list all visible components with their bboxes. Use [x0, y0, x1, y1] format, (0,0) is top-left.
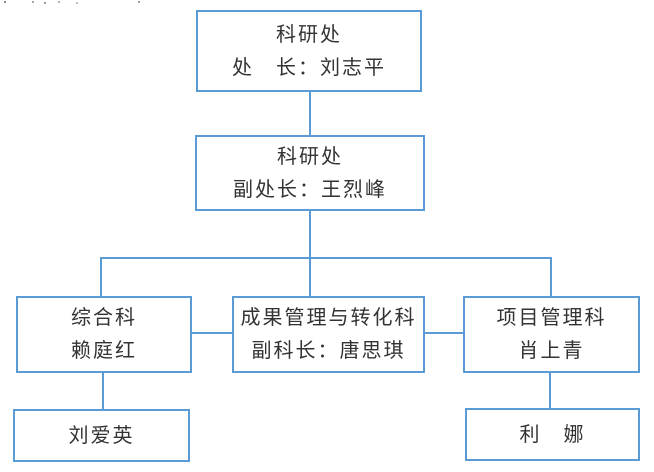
connector-branch-bar [100, 257, 552, 259]
node-general-title: 综合科 [71, 307, 137, 329]
clipped-text-fragment [4, 1, 6, 3]
node-project-title: 项目管理科 [496, 307, 607, 329]
node-achievement-person: 副科长：唐思琪 [251, 340, 406, 362]
node-general-section-box[interactable]: 综合科 赖庭红 [16, 296, 192, 373]
connector-deputy-trunk [309, 211, 311, 296]
connector-achievement-project [425, 332, 463, 334]
node-achievement-title: 成果管理与转化科 [240, 307, 417, 329]
node-director-title: 科研处 [276, 23, 342, 46]
node-staff-right-person: 利 娜 [519, 423, 586, 446]
connector-project-staff [549, 373, 551, 408]
node-deputy-director-box[interactable]: 科研处 副处长：王烈峰 [195, 135, 425, 211]
node-deputy-person: 副处长：王烈峰 [233, 178, 387, 201]
node-deputy-title: 科研处 [277, 145, 343, 168]
node-project-person: 肖上青 [518, 340, 585, 362]
node-staff-left-box[interactable]: 刘爱英 [13, 409, 190, 462]
connector-general-achievement [192, 332, 232, 334]
node-general-person: 赖庭红 [71, 340, 137, 362]
connector-director-deputy [309, 92, 311, 135]
connector-drop-general [100, 257, 102, 296]
node-staff-left-person: 刘爱英 [68, 424, 135, 447]
node-project-section-box[interactable]: 项目管理科 肖上青 [463, 296, 640, 373]
node-director-box[interactable]: 科研处 处 长：刘志平 [196, 10, 422, 92]
node-director-person: 处 长：刘志平 [232, 56, 386, 79]
node-staff-right-box[interactable]: 利 娜 [465, 408, 640, 461]
connector-general-staff [102, 373, 104, 409]
node-achievement-section-box[interactable]: 成果管理与转化科 副科长：唐思琪 [232, 296, 425, 373]
connector-drop-project [550, 257, 552, 296]
